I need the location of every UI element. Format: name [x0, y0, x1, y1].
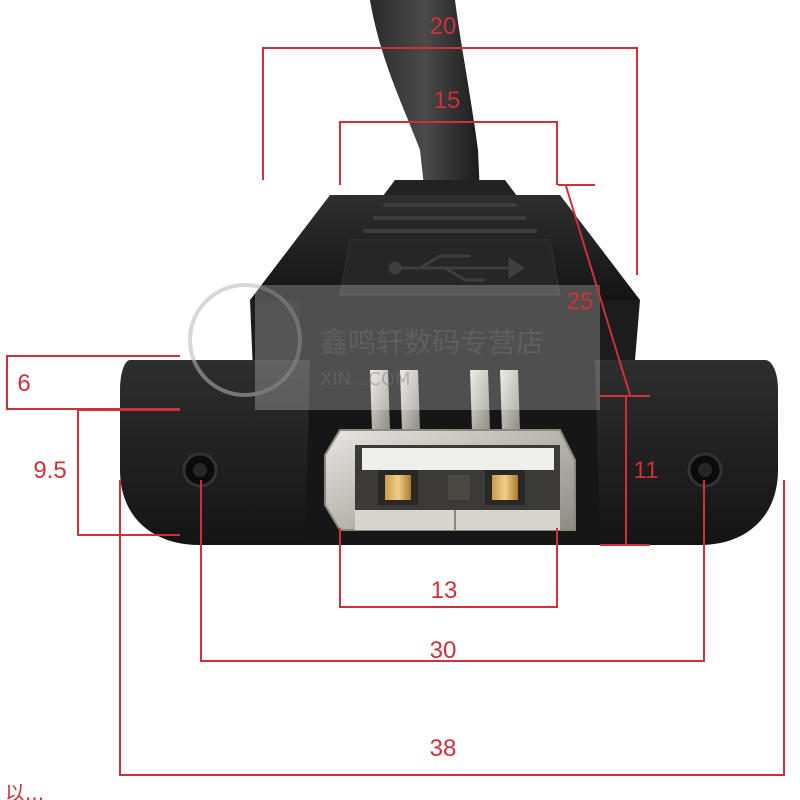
cable: [370, 0, 480, 195]
watermark-url: XIN...COM: [320, 369, 411, 390]
gold-pins: [378, 470, 525, 505]
mounting-ear-left: [120, 360, 310, 545]
dimension-labels: 20 15 25 6 9.5 11 13 30 38: [17, 13, 658, 762]
dim-label-ear-thickness: 6: [17, 370, 30, 397]
usb-trident-icon: [388, 254, 525, 282]
watermark-shop-name: 鑫鸣轩数码专营店: [320, 326, 544, 359]
dim-label-ear-height: 9.5: [33, 457, 66, 484]
dim-label-hole-spacing: 30: [430, 637, 457, 664]
dimension-lines: [6, 47, 785, 776]
grip-ridges: [363, 203, 537, 233]
usb-port: [324, 370, 576, 531]
dim-label-side-height: 11: [634, 457, 659, 484]
watermark: 鑫鸣轩数码专营店 XIN...COM: [188, 283, 600, 410]
mounting-ear-right: [595, 360, 778, 545]
dim-label-overall-width: 38: [430, 735, 457, 762]
dim-label-top-inner-width: 15: [434, 87, 461, 114]
spring-contacts: [370, 370, 520, 430]
dim-label-body-height: 25: [567, 288, 594, 315]
dim-label-top-outer-width: 20: [430, 13, 457, 40]
dim-label-port-width: 13: [431, 577, 458, 604]
footer-caption: 以...: [5, 781, 44, 800]
